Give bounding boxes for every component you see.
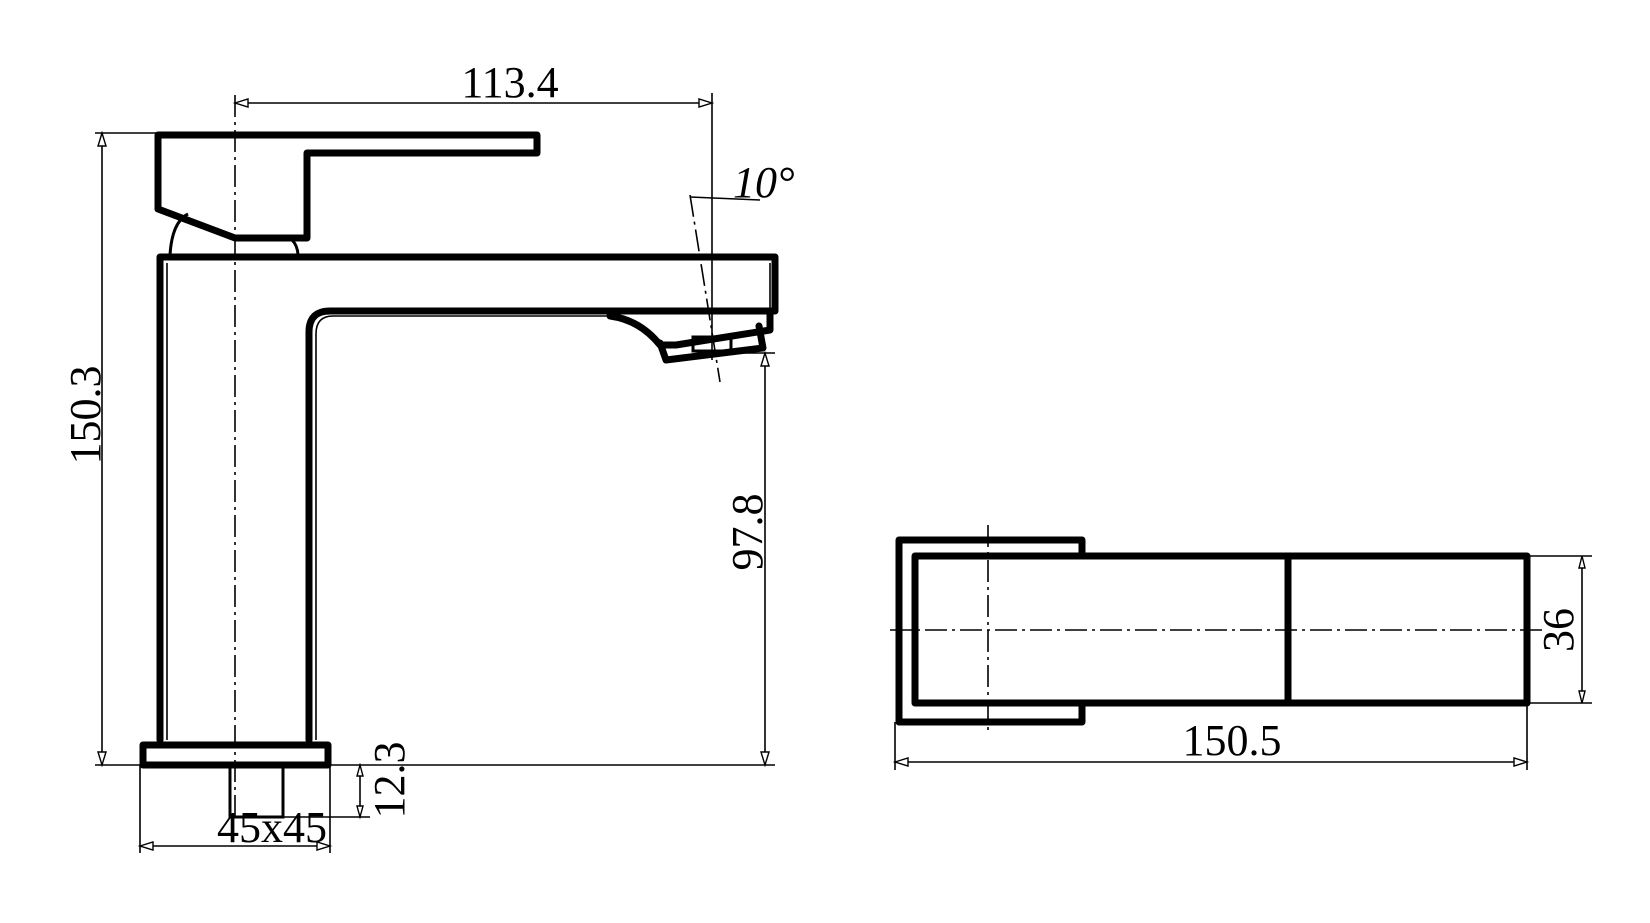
arrow-icon: [760, 751, 770, 768]
dim-total-length: 150.5: [1183, 716, 1282, 765]
shank: [228, 768, 285, 819]
arrow-icon: [1578, 690, 1586, 704]
dim-base-size: 45x45: [217, 803, 327, 852]
dim-width: 36: [1534, 608, 1583, 652]
spout-tip: [606, 307, 774, 349]
top-view: 150.5 36: [890, 525, 1592, 770]
dim-aerator-angle: 10°: [733, 158, 795, 207]
dim-line-angle: [689, 196, 761, 201]
arrow-icon: [1578, 555, 1586, 569]
aerator-axis: [689, 194, 721, 383]
aerator: [656, 322, 767, 364]
dim-spout-height: 97.8: [723, 494, 772, 571]
arrow-icon: [760, 350, 770, 367]
arrow-icon: [698, 98, 715, 108]
dim-shank-length: 12.3: [365, 742, 414, 819]
arrow-icon: [97, 751, 107, 768]
arrow-icon: [232, 98, 249, 108]
arrow-icon: [892, 757, 909, 767]
lever-handle: [154, 131, 541, 242]
dim-spout-reach: 113.4: [461, 58, 558, 107]
tap-body: [156, 253, 779, 744]
handle-outline: [895, 536, 1086, 726]
arrow-icon: [97, 130, 107, 147]
arrow-icon: [316, 841, 333, 851]
arrow-icon: [356, 762, 364, 777]
side-view: 113.4 10° 150.3 97.8 12.3 45x45: [61, 58, 795, 853]
body-inner-line: [166, 263, 771, 740]
dim-total-height: 150.3: [61, 366, 110, 465]
arrow-icon: [1513, 757, 1530, 767]
arrow-icon: [356, 805, 364, 820]
arrow-icon: [137, 841, 154, 851]
